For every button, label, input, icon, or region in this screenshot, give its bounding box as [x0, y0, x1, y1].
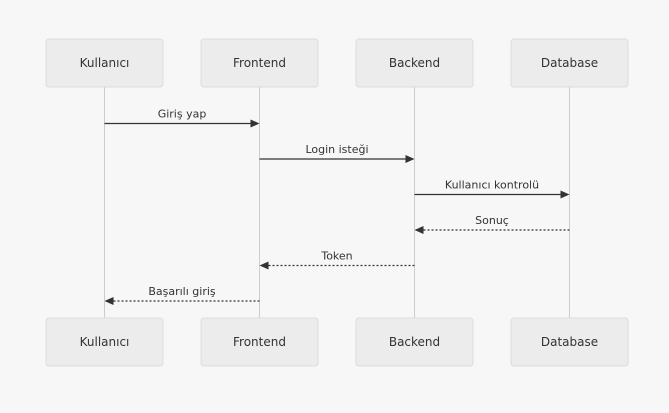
message-label-sonuc: Sonuç	[475, 214, 509, 227]
message-label-token: Token	[320, 250, 352, 263]
actor-label-bottom-backend: Backend	[389, 335, 440, 349]
actor-box-bottom-database	[510, 317, 629, 367]
actor-label-bottom-frontend: Frontend	[233, 335, 286, 349]
actor-label-bottom-kullanici: Kullanıcı	[80, 335, 130, 349]
actor-box-top-kullanici	[45, 38, 164, 88]
actor-label-bottom-database: Database	[541, 335, 598, 349]
message-arrowhead-kullanici-kontrolu	[560, 190, 570, 199]
actor-box-top-database	[510, 38, 629, 88]
message-arrowhead-login-istegi	[405, 155, 415, 163]
actor-box-top-backend	[355, 38, 474, 88]
message-arrowhead-giris-yap	[250, 119, 260, 128]
actor-box-top-frontend	[200, 38, 319, 88]
message-label-basarili-giris: Başarılı giriş	[148, 285, 216, 298]
actor-label-top-kullanici: Kullanıcı	[80, 56, 130, 70]
message-arrowhead-basarili-giris	[104, 297, 114, 305]
message-arrowhead-token	[259, 261, 269, 270]
actor-box-bottom-backend	[355, 317, 474, 367]
message-label-giris-yap: Giriş yap	[158, 108, 207, 121]
actor-box-bottom-kullanici	[45, 317, 164, 367]
actor-label-top-frontend: Frontend	[233, 56, 286, 70]
actor-label-top-backend: Backend	[389, 56, 440, 70]
message-arrowhead-sonuc	[414, 226, 424, 234]
actor-label-top-database: Database	[541, 56, 598, 70]
message-label-login-istegi: Login isteği	[305, 143, 368, 156]
actor-box-bottom-frontend	[200, 317, 319, 367]
message-label-kullanici-kontrolu: Kullanıcı kontrolü	[445, 179, 539, 192]
